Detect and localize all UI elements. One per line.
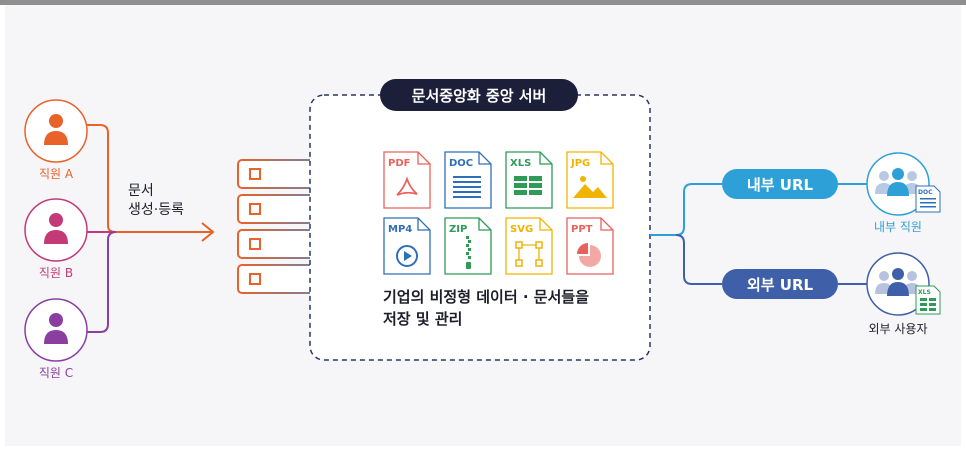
file-icon-pdf: PDF — [383, 151, 431, 209]
employee-a: 직원 A — [24, 99, 88, 181]
arrow-right-icon — [201, 222, 215, 242]
file-icon-xls: XLS — [505, 151, 553, 209]
file-type-label: DOC — [449, 158, 473, 169]
internal-users: DOC 내부 직원 — [866, 152, 941, 234]
svg-text:DOC: DOC — [918, 189, 933, 196]
internal-url-pill: 내부 URL — [722, 169, 838, 199]
file-type-label: PPT — [571, 224, 593, 235]
central-title-pill — [380, 79, 578, 111]
person-icon — [44, 313, 68, 344]
employee-c: 직원 C — [24, 298, 88, 380]
flow-label-line2: 생성·등록 — [128, 202, 184, 218]
external-url-label: 외부 URL — [747, 276, 814, 294]
file-icon-mp4: MP4 — [383, 217, 431, 275]
file-type-icons: PDF DOC XLS JPG MP4 ZIP SVG PPT — [383, 151, 614, 275]
employee-b: 직원 B — [24, 198, 88, 280]
doc-badge-icon: DOC — [915, 185, 941, 213]
file-type-label: JPG — [570, 158, 590, 169]
top-divider — [0, 0, 966, 5]
external-users: XLS 외부 사용자 — [866, 252, 941, 336]
flow-label-line1: 문서 — [128, 183, 154, 199]
employee-b-label: 직원 B — [39, 266, 73, 280]
file-icon-svg: SVG — [505, 217, 553, 275]
url-connectors — [650, 183, 868, 285]
file-icon-zip: ZIP — [444, 217, 492, 275]
central-caption-line2: 저장 및 관리 — [383, 310, 462, 328]
xls-badge-icon: XLS — [915, 285, 941, 315]
group-users-icon — [875, 268, 921, 296]
file-type-label: ZIP — [449, 224, 467, 235]
external-users-label: 외부 사용자 — [868, 322, 927, 336]
file-type-label: SVG — [510, 224, 533, 235]
employee-connectors — [87, 124, 215, 333]
file-icon-ppt: PPT — [566, 217, 614, 275]
internal-url-label: 내부 URL — [747, 176, 814, 194]
internal-users-label: 내부 직원 — [874, 220, 922, 234]
svg-text:XLS: XLS — [918, 289, 931, 296]
external-url-pill: 외부 URL — [722, 269, 838, 299]
file-icon-jpg: JPG — [566, 151, 614, 209]
employee-a-label: 직원 A — [39, 167, 74, 181]
central-title: 문서중앙화 중앙 서버 — [412, 87, 547, 105]
central-caption-line1: 기업의 비정형 데이터 · 문서들을 — [383, 288, 589, 306]
file-type-label: PDF — [388, 158, 410, 169]
file-icon-doc: DOC — [444, 151, 492, 209]
file-type-label: MP4 — [388, 224, 412, 235]
person-icon — [44, 213, 68, 244]
file-type-label: XLS — [510, 158, 531, 169]
person-icon — [44, 114, 68, 145]
employee-c-label: 직원 C — [39, 366, 73, 380]
